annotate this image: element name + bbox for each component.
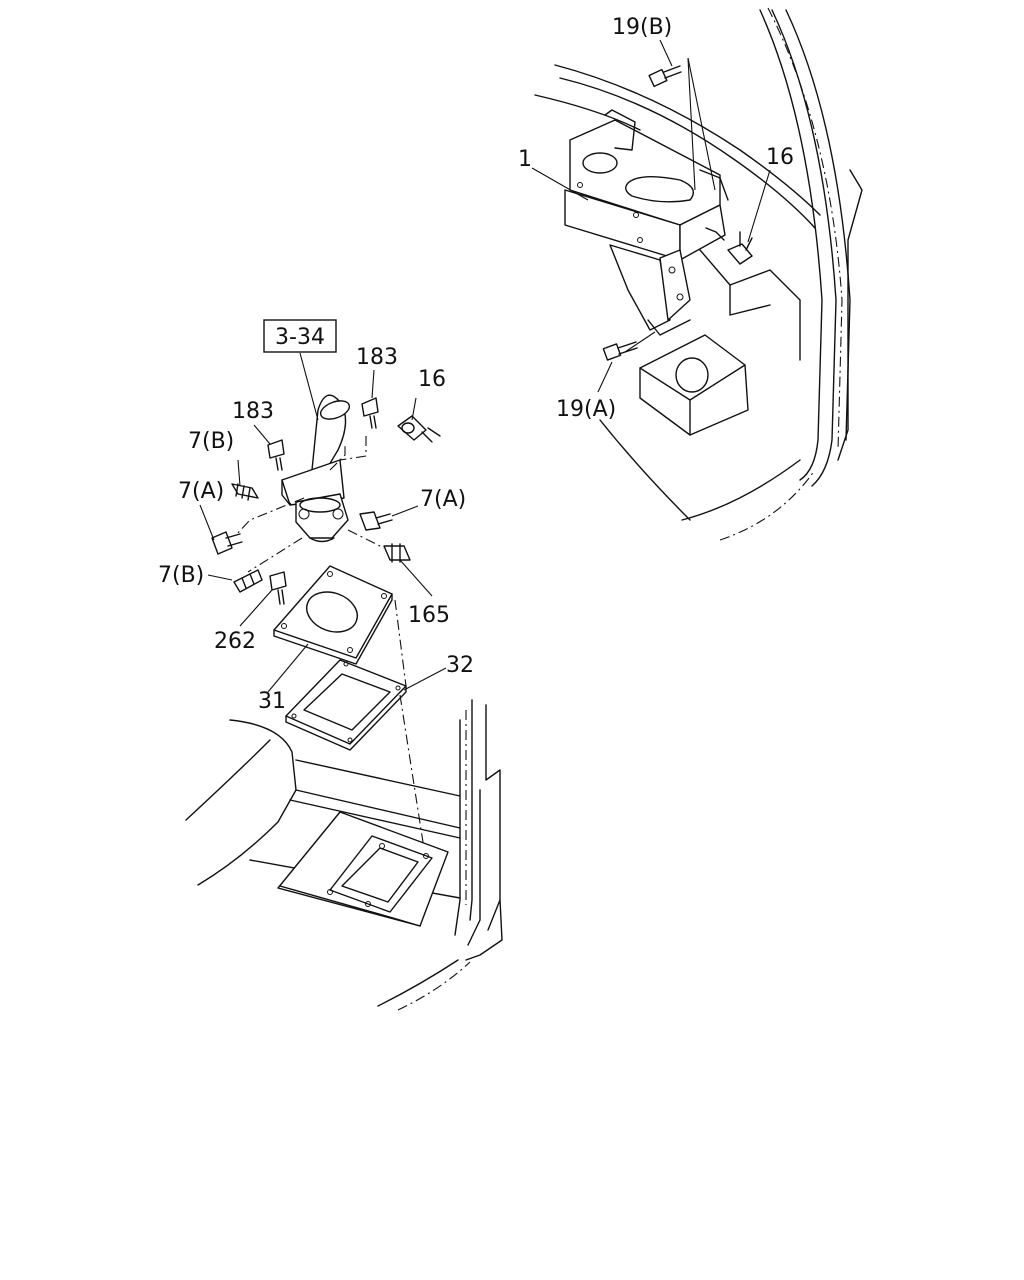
callout-31: 31 bbox=[258, 689, 286, 714]
plate-31 bbox=[273, 565, 393, 665]
callout-1: 1 bbox=[518, 147, 532, 172]
valve-assembly bbox=[199, 352, 447, 856]
connector-16-top bbox=[705, 227, 753, 265]
bolt-183-lower bbox=[267, 439, 285, 471]
fitting-7b-lower bbox=[233, 569, 263, 593]
callout-7a-right: 7(A) bbox=[420, 487, 466, 512]
callout-7a-left: 7(A) bbox=[178, 479, 224, 504]
connector-16-mid bbox=[397, 415, 441, 443]
bolt-183-upper bbox=[361, 397, 379, 429]
callout-32: 32 bbox=[446, 653, 474, 678]
callout-7b-upper: 7(B) bbox=[188, 429, 234, 454]
bolt-262 bbox=[269, 571, 287, 605]
bolt-19a bbox=[602, 341, 638, 361]
callout-7b-lower: 7(B) bbox=[158, 563, 204, 588]
bracket-1 bbox=[564, 109, 729, 336]
fitting-7b-upper bbox=[231, 483, 259, 501]
callout-19a: 19(A) bbox=[556, 397, 616, 422]
callout-16-mid: 16 bbox=[418, 367, 446, 392]
callout-183-lower: 183 bbox=[232, 399, 274, 424]
callout-19b: 19(B) bbox=[612, 15, 672, 40]
fitting-165 bbox=[383, 543, 411, 563]
bolt-19b bbox=[648, 65, 682, 88]
fitting-7a-right bbox=[359, 511, 393, 531]
gasket-32 bbox=[285, 659, 407, 751]
reference-box-3-34[interactable]: 3-34 bbox=[263, 319, 337, 353]
callout-165: 165 bbox=[408, 603, 450, 628]
cab-corner-upper bbox=[531, 7, 863, 541]
callout-262: 262 bbox=[214, 629, 256, 654]
cab-floor-lower bbox=[185, 699, 503, 1011]
reference-box-label: 3-34 bbox=[275, 325, 325, 350]
callout-183-upper: 183 bbox=[356, 345, 398, 370]
fitting-7a-left bbox=[211, 531, 243, 555]
callout-16-top: 16 bbox=[766, 145, 794, 170]
